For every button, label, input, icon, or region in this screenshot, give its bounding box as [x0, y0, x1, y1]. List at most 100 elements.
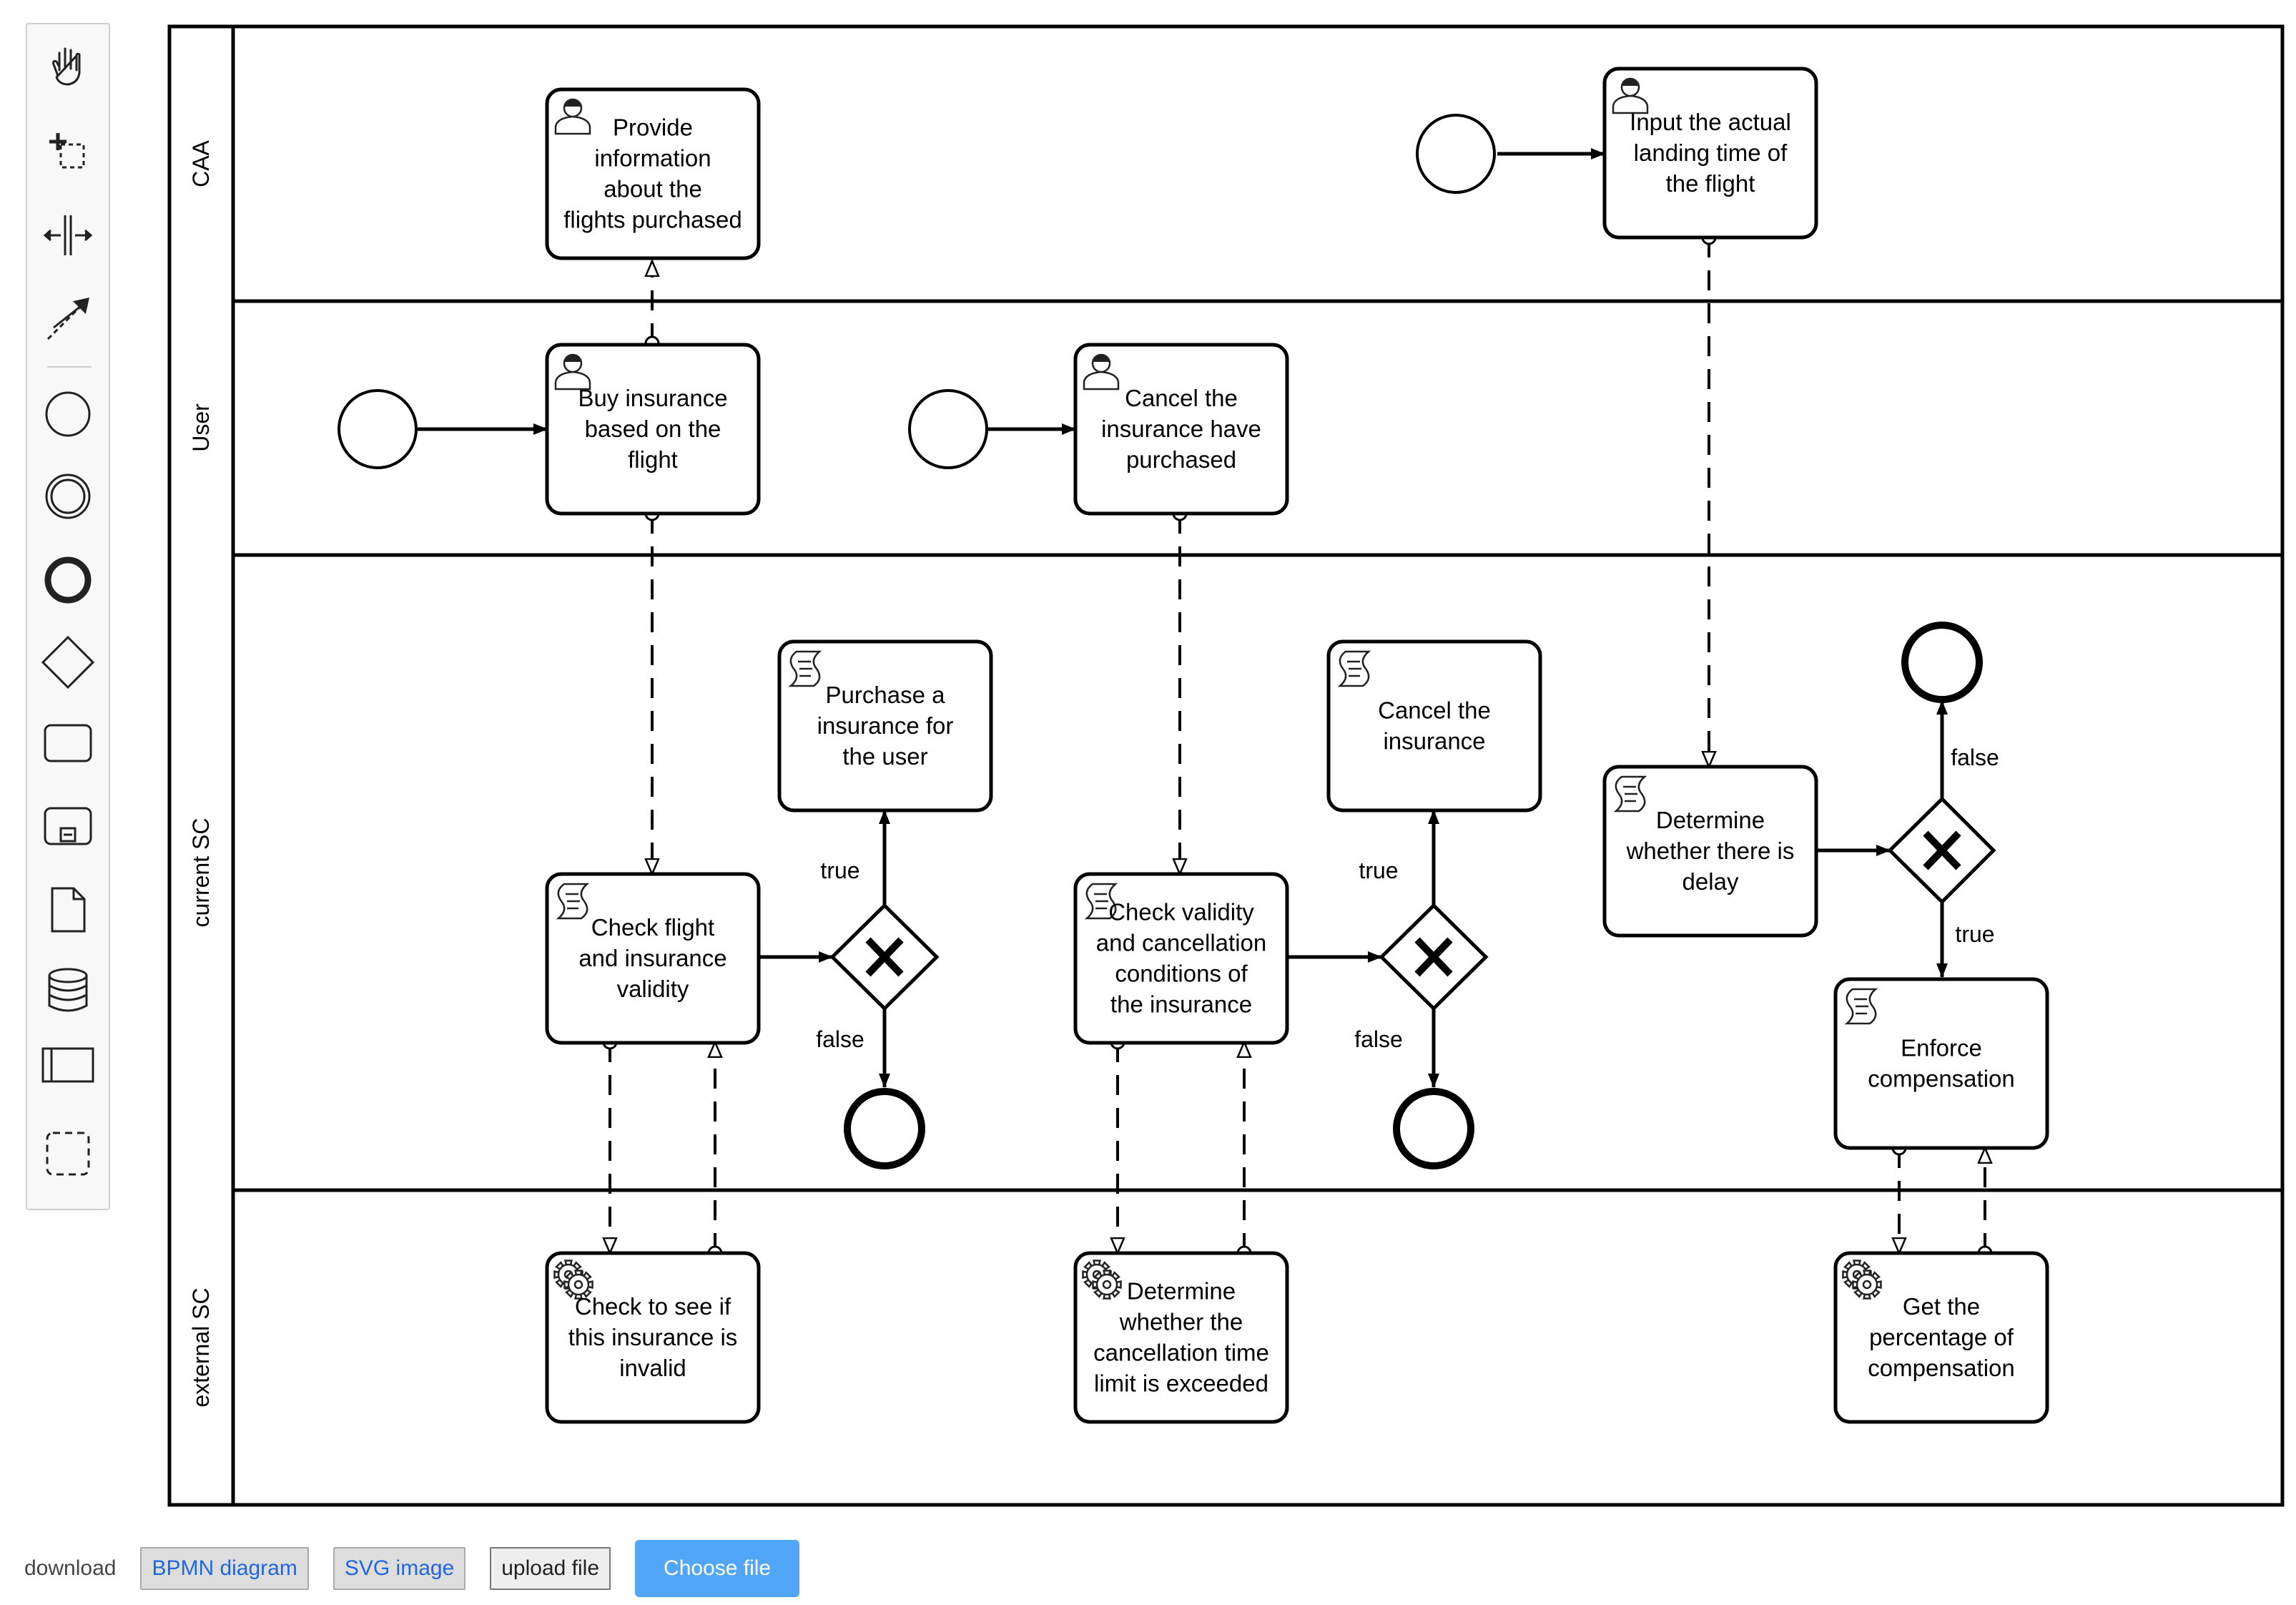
start-event-buy[interactable]: [337, 389, 418, 469]
lane-label-caa: CAA: [188, 139, 214, 187]
task-label-line: insurance for: [817, 712, 954, 739]
task-label-line: and cancellation: [1096, 930, 1267, 956]
palette-icons: [41, 47, 95, 1176]
end-event-cancel-false[interactable]: [1393, 1088, 1474, 1169]
download-bpmn-button[interactable]: BPMN diagram: [140, 1547, 309, 1590]
task-label-line: whether the: [1119, 1309, 1243, 1335]
lasso-icon[interactable]: [49, 133, 85, 169]
task-label-line: based on the: [585, 416, 721, 442]
end-event-icon[interactable]: [44, 556, 92, 604]
hand-icon[interactable]: [52, 47, 81, 86]
message-flows[interactable]: [610, 237, 1985, 1253]
gateway-check-cancellation[interactable]: [1379, 903, 1489, 1011]
task-label-line: flights purchased: [563, 207, 741, 233]
connect-icon[interactable]: [46, 298, 89, 340]
space-icon[interactable]: [43, 215, 93, 255]
sequence-flows[interactable]: [418, 148, 1948, 1088]
task-label-line: Input the actual: [1630, 109, 1791, 135]
lane-label-current-sc: current SC: [188, 818, 214, 928]
script-task-icon: [1844, 988, 1878, 1025]
task-label-line: Buy insurance: [578, 385, 727, 411]
task-label-line: compensation: [1868, 1066, 2014, 1092]
task-label-line: the user: [842, 743, 927, 770]
task-input-landing[interactable]: Input the actual landing time of the fligh…: [1602, 67, 1818, 240]
flow-label-true: true: [1359, 858, 1398, 883]
task-label-line: Get the: [1903, 1293, 1980, 1320]
intermediate-event-icon[interactable]: [45, 473, 91, 519]
task-label-line: limit is exceeded: [1094, 1370, 1268, 1397]
subprocess-icon[interactable]: [44, 807, 92, 845]
task-icon[interactable]: [44, 724, 92, 762]
task-cancel-insurance[interactable]: Cancel the insurance: [1326, 639, 1542, 813]
pool[interactable]: [167, 24, 2285, 1507]
gateway-check-flight[interactable]: [829, 903, 940, 1011]
footer-bar: download BPMN diagram SVG image upload f…: [24, 1538, 824, 1599]
task-label-line: flight: [628, 446, 678, 473]
bpmn-canvas[interactable]: CAA User current SC external SC: [0, 0, 2296, 1531]
events: [337, 114, 1983, 1169]
task-label-line: landing time of: [1634, 139, 1788, 166]
script-task-icon: [1084, 883, 1118, 920]
task-label-line: Enforce: [1901, 1035, 1982, 1061]
task-label-line: percentage of: [1869, 1324, 2014, 1350]
upload-file-button[interactable]: upload file: [490, 1547, 611, 1590]
flow-label-false: false: [1354, 1026, 1403, 1052]
data-object-icon[interactable]: [51, 887, 86, 933]
script-task-icon: [556, 883, 590, 920]
task-label-line: information: [594, 145, 711, 172]
task-label-line: Check to see if: [575, 1293, 731, 1320]
task-label-line: insurance have: [1101, 416, 1261, 442]
flow-label-false: false: [1951, 745, 1999, 770]
start-event-caa[interactable]: [1416, 114, 1496, 194]
group-icon[interactable]: [46, 1132, 90, 1176]
task-label-line: Cancel the: [1378, 697, 1491, 724]
task-label-line: whether there is: [1626, 838, 1795, 864]
tool-palette: [26, 23, 110, 1210]
start-event-cancel[interactable]: [908, 389, 988, 469]
lane-label-external-sc: external SC: [188, 1287, 214, 1407]
choose-file-button[interactable]: Choose file: [635, 1540, 800, 1597]
task-enforce-compensation[interactable]: Enforce compensation: [1833, 977, 2049, 1150]
start-event-icon[interactable]: [45, 391, 91, 437]
task-label-line: the flight: [1666, 170, 1755, 197]
flow-label-true: true: [1955, 921, 1994, 947]
flow-label-true: true: [820, 858, 859, 883]
end-event-delay-false[interactable]: [1901, 622, 1983, 703]
download-svg-button[interactable]: SVG image: [332, 1547, 466, 1590]
lane-label-user: User: [188, 403, 214, 452]
task-label-line: Provide: [613, 114, 693, 141]
service-task-icon: [1082, 1260, 1122, 1300]
task-label-line: and insurance: [578, 945, 726, 971]
user-task-icon: [1612, 77, 1649, 114]
gateway-delay[interactable]: [1887, 796, 1996, 905]
service-task-icon: [553, 1260, 593, 1300]
task-label-line: Check flight: [591, 914, 714, 941]
download-label: download: [24, 1556, 117, 1580]
participant-icon[interactable]: [41, 1047, 94, 1083]
task-label-line: invalid: [619, 1355, 686, 1381]
service-task-icon: [1842, 1260, 1882, 1300]
task-label-line: purchased: [1126, 446, 1236, 473]
data-store-icon[interactable]: [48, 968, 88, 1012]
flow-label-false: false: [816, 1026, 864, 1052]
user-task-icon: [1083, 353, 1120, 391]
task-buy-insurance[interactable]: Buy insurance based on the flight: [545, 343, 761, 516]
user-task-icon: [554, 98, 591, 135]
user-task-icon: [554, 353, 591, 391]
gateway-icon[interactable]: [41, 635, 95, 689]
task-label-line: Check validity: [1108, 899, 1254, 926]
gateways: [829, 796, 1996, 1011]
script-task-icon: [1337, 650, 1371, 687]
end-event-check-false[interactable]: [844, 1088, 925, 1169]
task-label-line: insurance: [1383, 728, 1485, 755]
